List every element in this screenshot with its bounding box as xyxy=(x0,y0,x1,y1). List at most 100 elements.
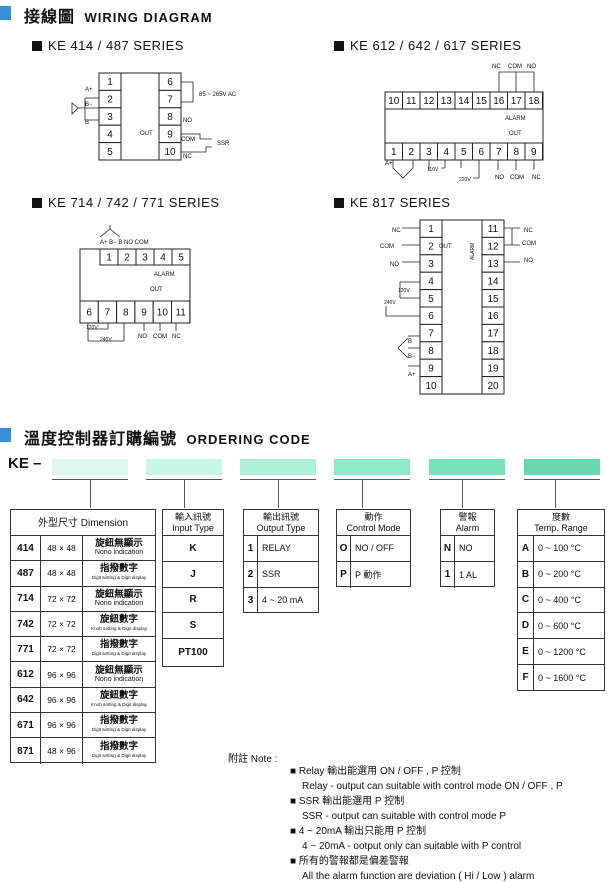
input-row: PT100 xyxy=(163,639,223,665)
note-en: SSR - output can suitable with control m… xyxy=(302,811,506,822)
d4-out-label: OUT xyxy=(439,244,452,250)
output-value: RELAY xyxy=(262,543,291,554)
series-title-1: KE 414 / 487 SERIES xyxy=(48,38,184,53)
d4-terminal-11: 11 xyxy=(488,224,499,235)
d3-com: COM xyxy=(153,334,167,340)
d4-alarm-label: ALARM xyxy=(470,243,476,260)
d2-alarm-label: ALARM xyxy=(505,116,526,122)
note-cn: ■ SSR 輸出能選用 P 控制 xyxy=(290,796,405,807)
d3-terminal-2: 2 xyxy=(124,253,130,264)
dimension-code: 714 xyxy=(11,586,41,611)
output-header-cn: 輸出訊號 xyxy=(262,512,299,522)
dimension-desc-en: Nono indication xyxy=(94,599,144,607)
input-header-cn: 輸入訊號 xyxy=(174,512,211,522)
d4-nc-right: NC xyxy=(524,228,533,234)
d4-240v: 240V xyxy=(384,300,396,306)
d4-com-left: COM xyxy=(380,244,394,250)
output-value: 4 ~ 20 mA xyxy=(262,595,304,606)
dimension-size: 96 × 96 xyxy=(41,662,83,687)
d3-no: NO xyxy=(138,334,147,340)
d4-terminal-20: 20 xyxy=(487,381,499,392)
d2-com-bottom: COM xyxy=(510,175,524,181)
alarm-header-cn: 警報 xyxy=(458,512,477,522)
d1-terminal-7: 7 xyxy=(167,95,173,106)
d1-terminal-3: 3 xyxy=(107,112,113,123)
alarm-header-en: Alarm xyxy=(455,523,480,533)
section-marker xyxy=(0,428,11,442)
output-code: 3 xyxy=(244,587,258,614)
dimension-header-en: Dimension xyxy=(80,518,129,529)
control-header-cn: 動作 xyxy=(364,512,383,522)
ordering-title-en: ORDERING CODE xyxy=(186,432,311,447)
temp-value: 0 ~ 600 °C xyxy=(538,620,581,631)
d3-out-label: OUT xyxy=(150,287,163,293)
temp-value: 0 ~ 1600 °C xyxy=(538,672,586,683)
note-cn: ■ 所有的警報都是偏差警報 xyxy=(290,856,409,867)
d2-terminal-6: 6 xyxy=(478,147,484,158)
dimension-desc-cn: 旋鈕無顯示 xyxy=(95,588,143,600)
dimension-desc-cn: 指撥數字 xyxy=(99,741,138,753)
code-slot-control xyxy=(334,459,410,475)
d4-terminal-10: 10 xyxy=(425,381,437,392)
d2-terminal-4: 4 xyxy=(443,147,449,158)
d2-terminal-10: 10 xyxy=(388,96,400,107)
d4-nc-left: NC xyxy=(392,228,401,234)
d2-a-plus: A+ xyxy=(385,161,393,167)
d4-terminal-16: 16 xyxy=(487,311,499,322)
dimension-desc-cn: 旋鈕數字 xyxy=(99,614,138,626)
series-title-2: KE 612 / 642 / 617 SERIES xyxy=(350,38,522,53)
d1-terminal-9: 9 xyxy=(167,129,173,140)
input-code: J xyxy=(190,568,196,580)
input-row: R xyxy=(163,588,223,614)
d2-terminal-9: 9 xyxy=(531,147,537,158)
d4-terminal-5: 5 xyxy=(428,294,434,305)
d1-power-label: 85 ~ 265V AC xyxy=(199,92,237,98)
ordering-prefix: KE – xyxy=(8,455,42,472)
dimension-code: 742 xyxy=(11,611,41,637)
d4-a-plus: A+ xyxy=(408,372,416,378)
temp-code: D xyxy=(518,613,534,639)
note-en: Relay - output can suitable with control… xyxy=(302,781,563,792)
dimension-size: 72 × 72 xyxy=(41,586,83,611)
input-code: S xyxy=(189,620,197,632)
d1-terminal-box xyxy=(158,142,182,161)
alarm-header: 警報 Alarm xyxy=(441,510,494,536)
d2-terminal-13: 13 xyxy=(441,96,453,107)
section-marker xyxy=(0,6,11,20)
dimension-size: 48 × 48 xyxy=(41,536,83,561)
d1-a-plus: A+ xyxy=(85,87,93,93)
note-cn: ■ Relay 輸出能選用 ON / OFF , P 控制 xyxy=(290,766,461,777)
notes-list: ■ Relay 輸出能選用 ON / OFF , P 控制 Relay - out… xyxy=(290,764,608,882)
dimension-code: 871 xyxy=(11,738,41,764)
d3-terminal-9: 9 xyxy=(141,308,147,319)
dimension-size: 48 × 96 xyxy=(41,738,83,764)
dimension-desc-cn: 指撥數字 xyxy=(99,715,138,727)
d3-240v: 240V xyxy=(100,337,112,343)
control-header: 動作 Control Mode xyxy=(337,510,410,536)
temp-value: 0 ~ 200 °C xyxy=(538,569,581,580)
dimension-size: 72 × 72 xyxy=(41,637,83,662)
bullet-square xyxy=(334,41,344,51)
d2-nc-top: NC xyxy=(492,64,501,70)
input-row: S xyxy=(163,613,223,640)
d1-terminal-box xyxy=(98,142,122,161)
d1-terminal-2: 2 xyxy=(107,95,113,106)
control-header-en: Control Mode xyxy=(346,523,401,533)
d2-terminal-2: 2 xyxy=(408,147,414,158)
dimension-size: 72 × 72 xyxy=(41,611,83,637)
d4-terminal-4: 4 xyxy=(428,276,434,287)
